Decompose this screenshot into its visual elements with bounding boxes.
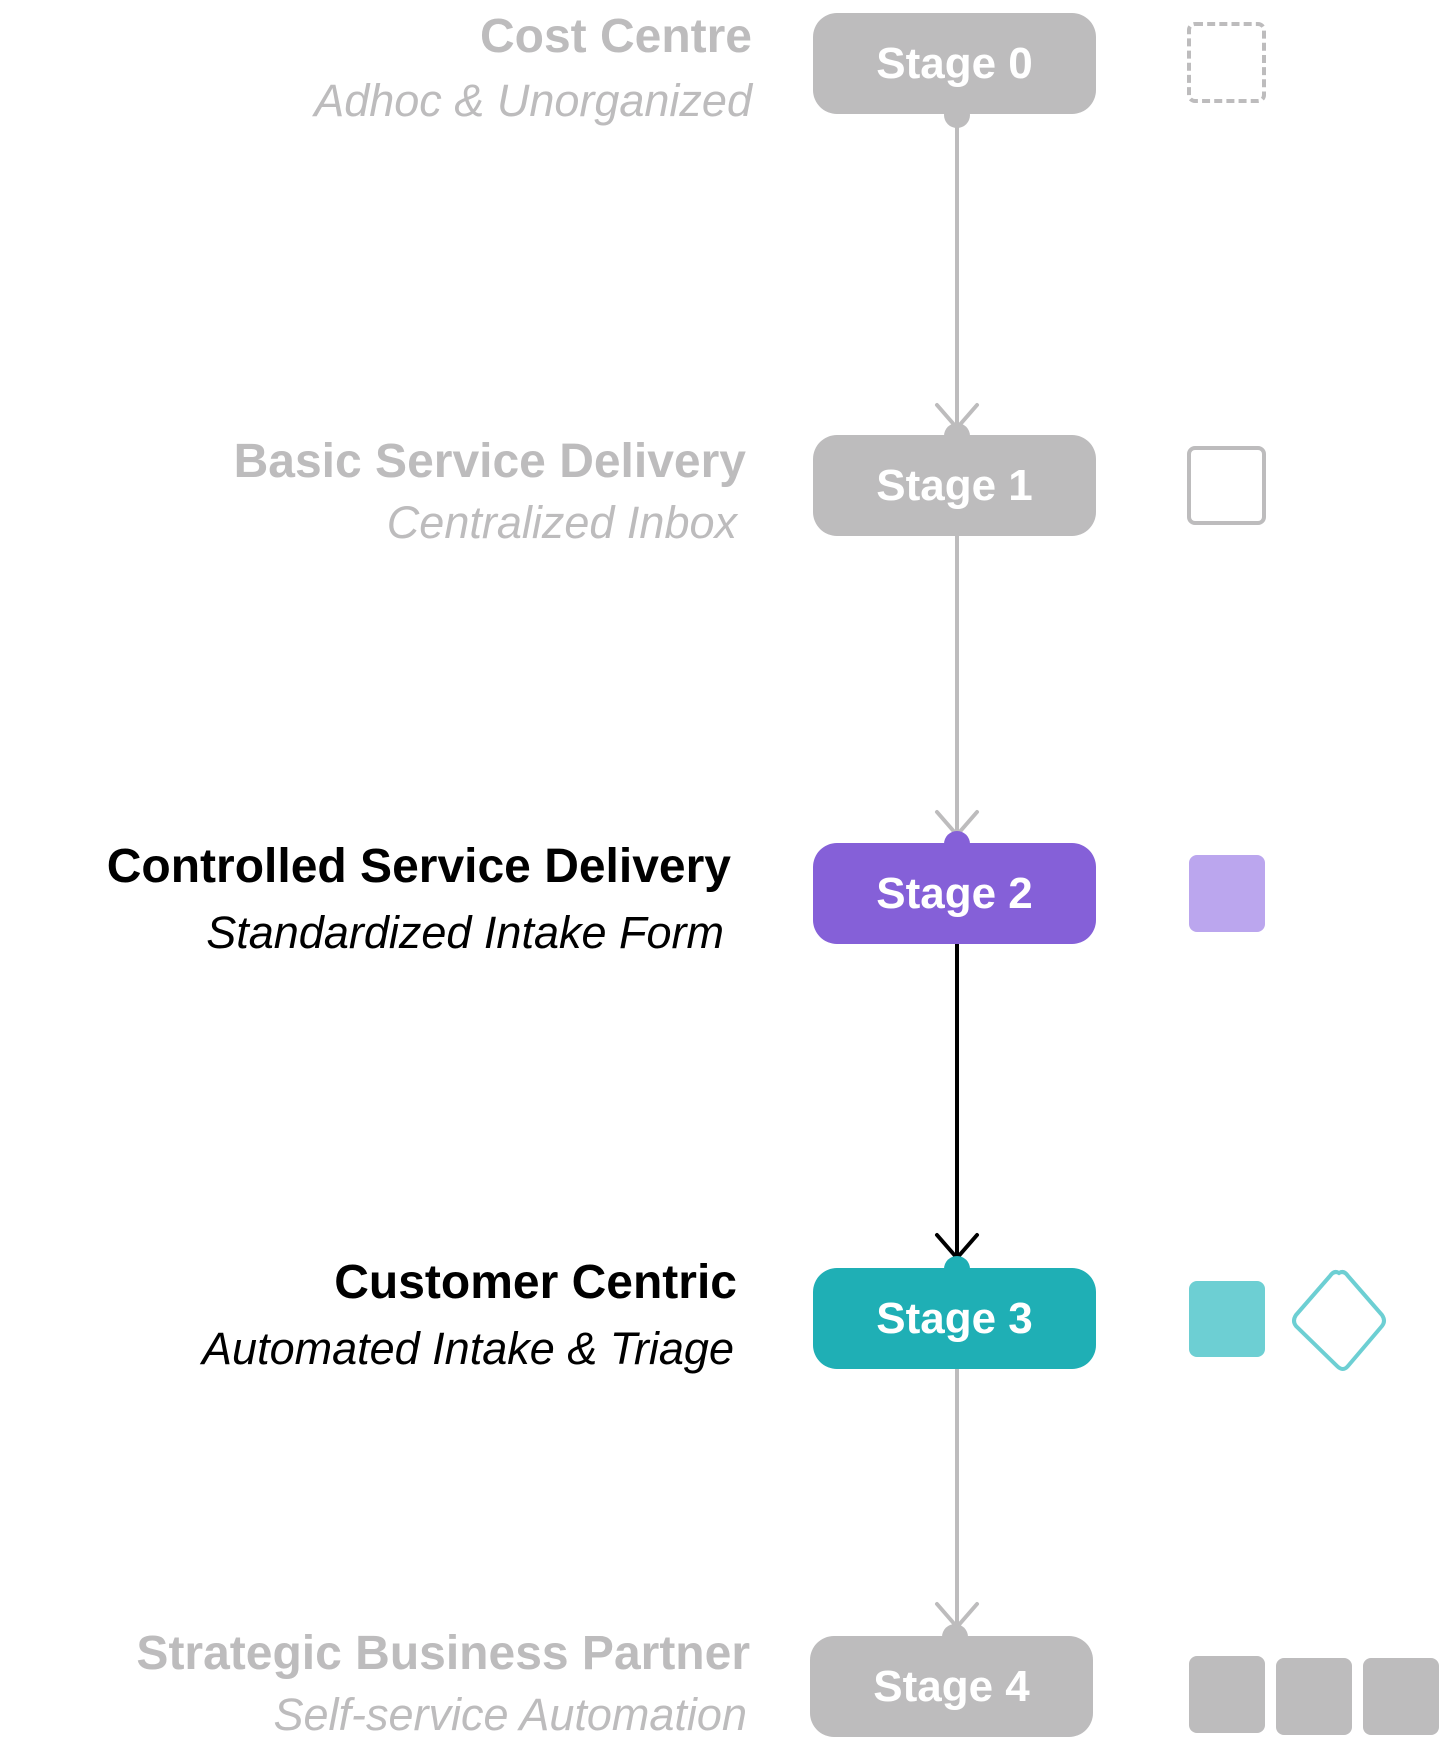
stage2-subtitle: Standardized Intake Form [206, 907, 724, 958]
stage0-title: Cost Centre [479, 10, 752, 63]
arrow-stage1-to-stage2 [935, 534, 979, 837]
stage4-label: Stage 4 [873, 1661, 1030, 1711]
stage2-title: Controlled Service Delivery [106, 840, 731, 893]
stage3-node[interactable]: Stage 3 [813, 1268, 1096, 1369]
stage4-title: Strategic Business Partner [136, 1627, 750, 1680]
stage0-label: Stage 0 [876, 38, 1033, 88]
arrow-stage2-to-stage3 [935, 941, 979, 1260]
stage1-label: Stage 1 [876, 460, 1033, 510]
stage4-node[interactable]: Stage 4 [810, 1636, 1093, 1737]
arrow-stage0-to-stage1 [935, 111, 979, 430]
filled-square-icon [1189, 1656, 1265, 1733]
stage2-node[interactable]: Stage 2 [813, 843, 1096, 944]
filled-square-icon [1276, 1658, 1352, 1735]
filled-square-icon [1363, 1658, 1439, 1735]
dashed-square-icon [1187, 22, 1266, 103]
diamond-icon [1292, 1270, 1386, 1371]
outline-square-icon [1187, 446, 1266, 525]
stage1-title: Basic Service Delivery [233, 435, 746, 488]
filled-square-icon [1189, 855, 1265, 932]
stage1-subtitle: Centralized Inbox [386, 497, 737, 548]
stage0-subtitle: Adhoc & Unorganized [314, 75, 752, 126]
stage-labels: Cost Centre Adhoc & Unorganized Basic Se… [106, 10, 752, 1740]
stage3-title: Customer Centric [334, 1256, 737, 1309]
stage3-label: Stage 3 [876, 1293, 1033, 1343]
stage3-subtitle: Automated Intake & Triage [202, 1323, 734, 1374]
stage1-node[interactable]: Stage 1 [813, 435, 1096, 536]
stage0-node[interactable]: Stage 0 [813, 13, 1096, 114]
filled-square-icon [1189, 1281, 1265, 1357]
arrow-stage3-to-stage4 [935, 1367, 979, 1629]
stage2-label: Stage 2 [876, 868, 1033, 918]
stage4-subtitle: Self-service Automation [273, 1689, 747, 1740]
